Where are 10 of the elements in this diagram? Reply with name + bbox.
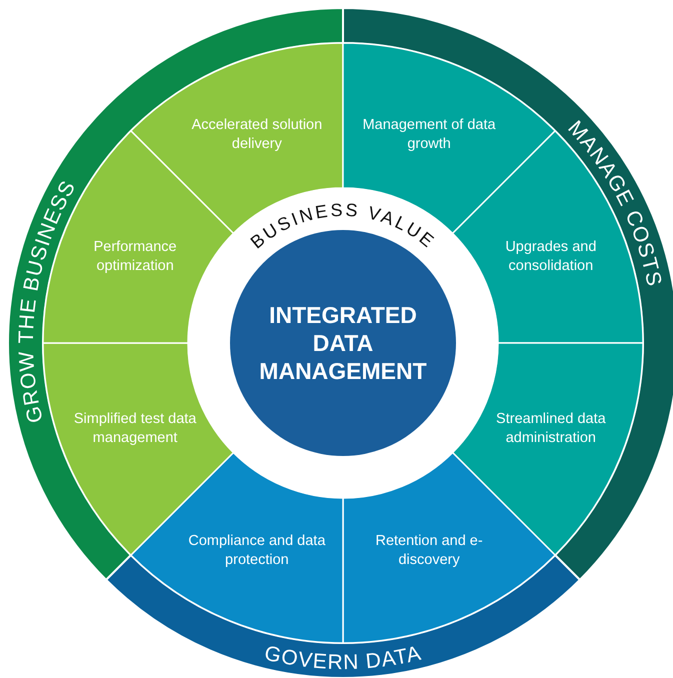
segment-label: Accelerated solution delivery (190, 116, 324, 154)
segment-label: Simplified test data management (72, 410, 198, 448)
segment-label: Retention and e-discovery (374, 532, 484, 570)
segment-label: Compliance and data protection (187, 532, 326, 570)
segment-label: Performance optimization (92, 238, 178, 276)
segment-label: Upgrades and consolidation (504, 238, 598, 276)
curved-title: GOVERN DATA (262, 642, 424, 674)
segment-label: Management of data growth (362, 116, 497, 154)
segment-label: Streamlined data administration (495, 410, 607, 448)
center-title: INTEGRATED DATA MANAGEMENT (258, 301, 428, 385)
